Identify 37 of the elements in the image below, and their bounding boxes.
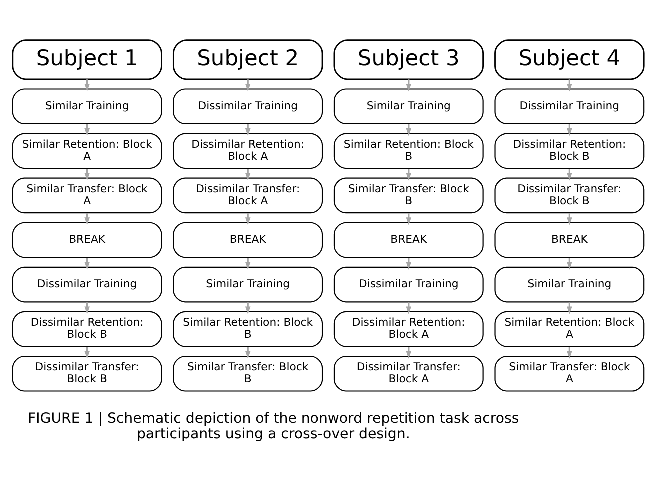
node-box: Subject 1 (12, 40, 162, 80)
node-box: Similar Retention: Block B (173, 311, 324, 348)
node-box: Similar Training (12, 88, 162, 125)
node-box: Dissimilar Training (173, 88, 324, 125)
node-box: Subject 4 (494, 40, 645, 80)
node-box: Similar Retention: Block B (334, 133, 484, 170)
node-box: BREAK (334, 222, 484, 258)
node-box: Similar Training (334, 88, 484, 125)
node-box: Dissimilar Training (12, 266, 162, 303)
node-box: BREAK (12, 222, 162, 258)
node-box: Similar Retention: Block A (12, 133, 162, 170)
node-box: Similar Transfer: Block B (334, 178, 484, 214)
node-box: Similar Transfer: Block B (173, 356, 324, 392)
node-box: BREAK (173, 222, 324, 258)
arrow (406, 347, 412, 359)
node-box: Dissimilar Training (494, 88, 645, 125)
node-box: Dissimilar Transfer: Block B (12, 356, 162, 392)
arrow (245, 347, 251, 359)
node-box: Dissimilar Transfer: Block A (173, 178, 324, 214)
node-box: Dissimilar Retention: Block A (334, 311, 484, 348)
node-box: Subject 2 (172, 40, 324, 80)
node-box: Dissimilar Retention: Block B (12, 311, 162, 348)
arrow (84, 347, 90, 359)
node-box: Similar Transfer: Block A (494, 356, 645, 392)
node-box: Dissimilar Retention: Block A (173, 133, 324, 170)
node-box: Similar Transfer: Block A (12, 178, 162, 214)
node-box: Similar Training (494, 266, 645, 303)
node-box: Similar Retention: Block A (494, 311, 645, 348)
node-box: Dissimilar Transfer: Block B (494, 178, 645, 214)
node-box: Subject 3 (334, 40, 484, 80)
node-box: Dissimilar Transfer: Block A (334, 356, 484, 392)
node-box: BREAK (494, 222, 645, 258)
node-box: Similar Training (173, 266, 324, 303)
node-box: Dissimilar Retention: Block B (494, 133, 645, 170)
caption: FIGURE 1 | Schematic depiction of the nonword repetition task across participants using a cross-over design. (28, 411, 520, 442)
arrow (567, 347, 572, 359)
node-box: Dissimilar Training (334, 266, 484, 303)
